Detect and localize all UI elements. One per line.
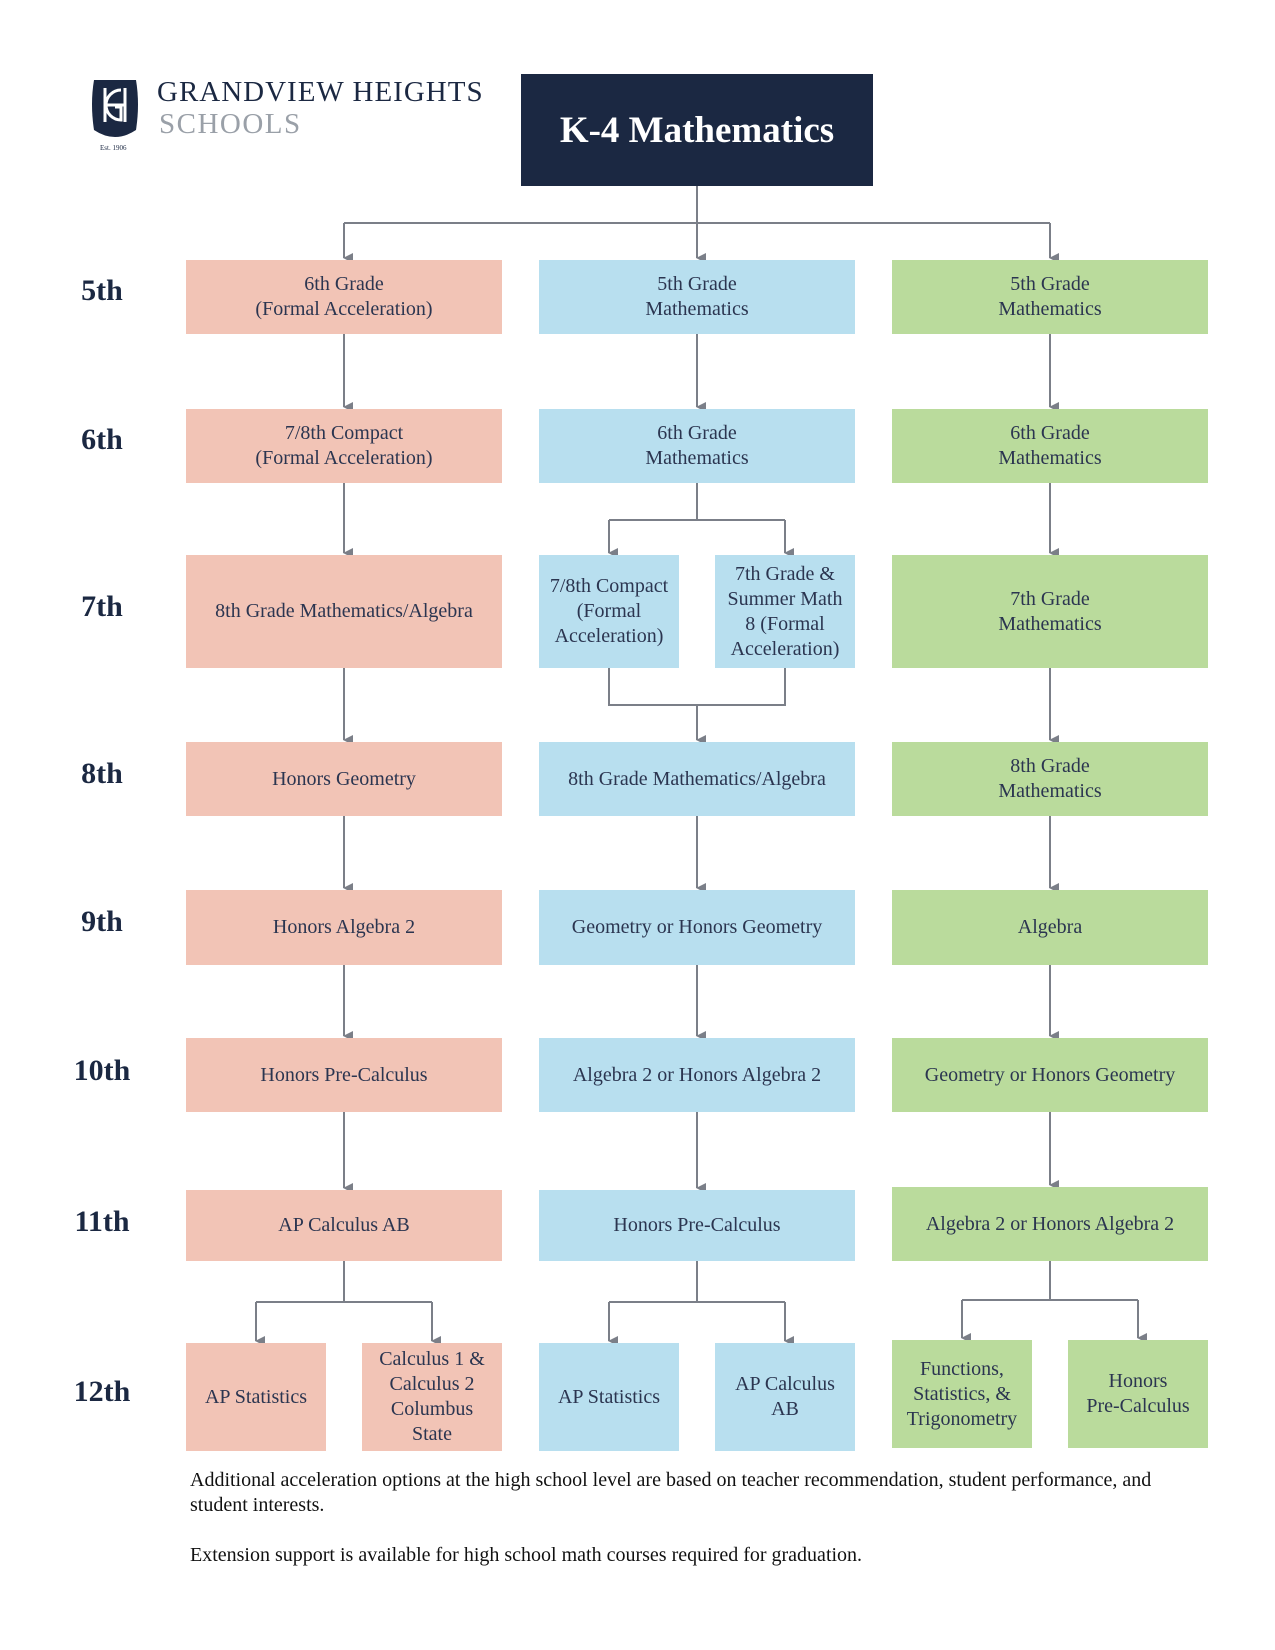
grade-label-7th: 7th <box>81 590 123 623</box>
blue-grade8-course: 8th Grade Mathematics/Algebra <box>539 742 855 816</box>
gh-monogram-shield-icon <box>92 80 138 137</box>
pink-grade5-course: 6th Grade(Formal Acceleration) <box>186 260 502 334</box>
pink-grade11-course: AP Calculus AB <box>186 1190 502 1261</box>
pink-grade10-course: Honors Pre-Calculus <box>186 1038 502 1112</box>
blue-grade11-course: Honors Pre-Calculus <box>539 1190 855 1261</box>
grade-label-9th: 9th <box>81 905 123 938</box>
brand-name: GRANDVIEW HEIGHTS <box>157 76 484 108</box>
grade-label-5th: 5th <box>81 274 123 307</box>
page-title: K-4 Mathematics <box>521 74 873 186</box>
blue-grade10-course: Algebra 2 or Honors Algebra 2 <box>539 1038 855 1112</box>
grade-label-11th: 11th <box>74 1205 130 1238</box>
green-grade10-course: Geometry or Honors Geometry <box>892 1038 1208 1112</box>
grade-label-10th: 10th <box>73 1054 131 1087</box>
note-extension-support: Extension support is available for high … <box>190 1544 863 1566</box>
brand-subname: SCHOOLS <box>159 108 302 140</box>
pink-grade9-course: Honors Algebra 2 <box>186 890 502 965</box>
brand-established: Est. 1906 <box>100 144 127 152</box>
green-grade12-course-a: Functions,Statistics, &Trigonometry <box>892 1340 1032 1448</box>
green-grade11-course: Algebra 2 or Honors Algebra 2 <box>892 1187 1208 1261</box>
note-acceleration: Additional acceleration options at the h… <box>190 1469 1152 1516</box>
blue-grade9-course: Geometry or Honors Geometry <box>539 890 855 965</box>
pink-grade6-course: 7/8th Compact(Formal Acceleration) <box>186 409 502 483</box>
grade-label-12th: 12th <box>73 1375 131 1408</box>
pink-grade8-course: Honors Geometry <box>186 742 502 816</box>
grade-label-6th: 6th <box>81 423 123 456</box>
pink-grade12-course-a: AP Statistics <box>186 1343 326 1451</box>
grade-label-8th: 8th <box>81 757 123 790</box>
green-grade9-course: Algebra <box>892 890 1208 965</box>
blue-grade12-course-a: AP Statistics <box>539 1343 679 1451</box>
pink-grade7-course: 8th Grade Mathematics/Algebra <box>186 555 502 668</box>
